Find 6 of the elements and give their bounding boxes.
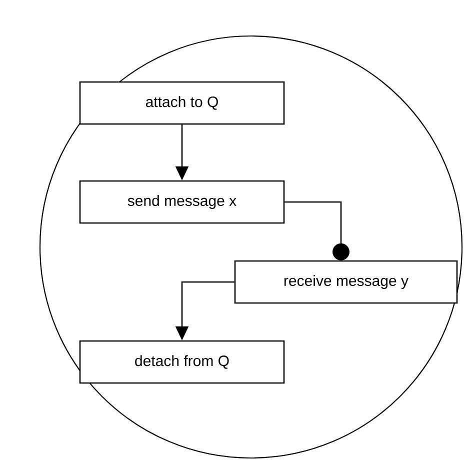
connector-with-dot xyxy=(284,201,350,260)
process-box: send message x xyxy=(79,180,285,224)
process-box: detach from Q xyxy=(79,340,285,384)
enclosing-circle xyxy=(39,35,463,459)
process-box: attach to Q xyxy=(79,81,285,125)
process-box: receive message y xyxy=(234,260,458,304)
